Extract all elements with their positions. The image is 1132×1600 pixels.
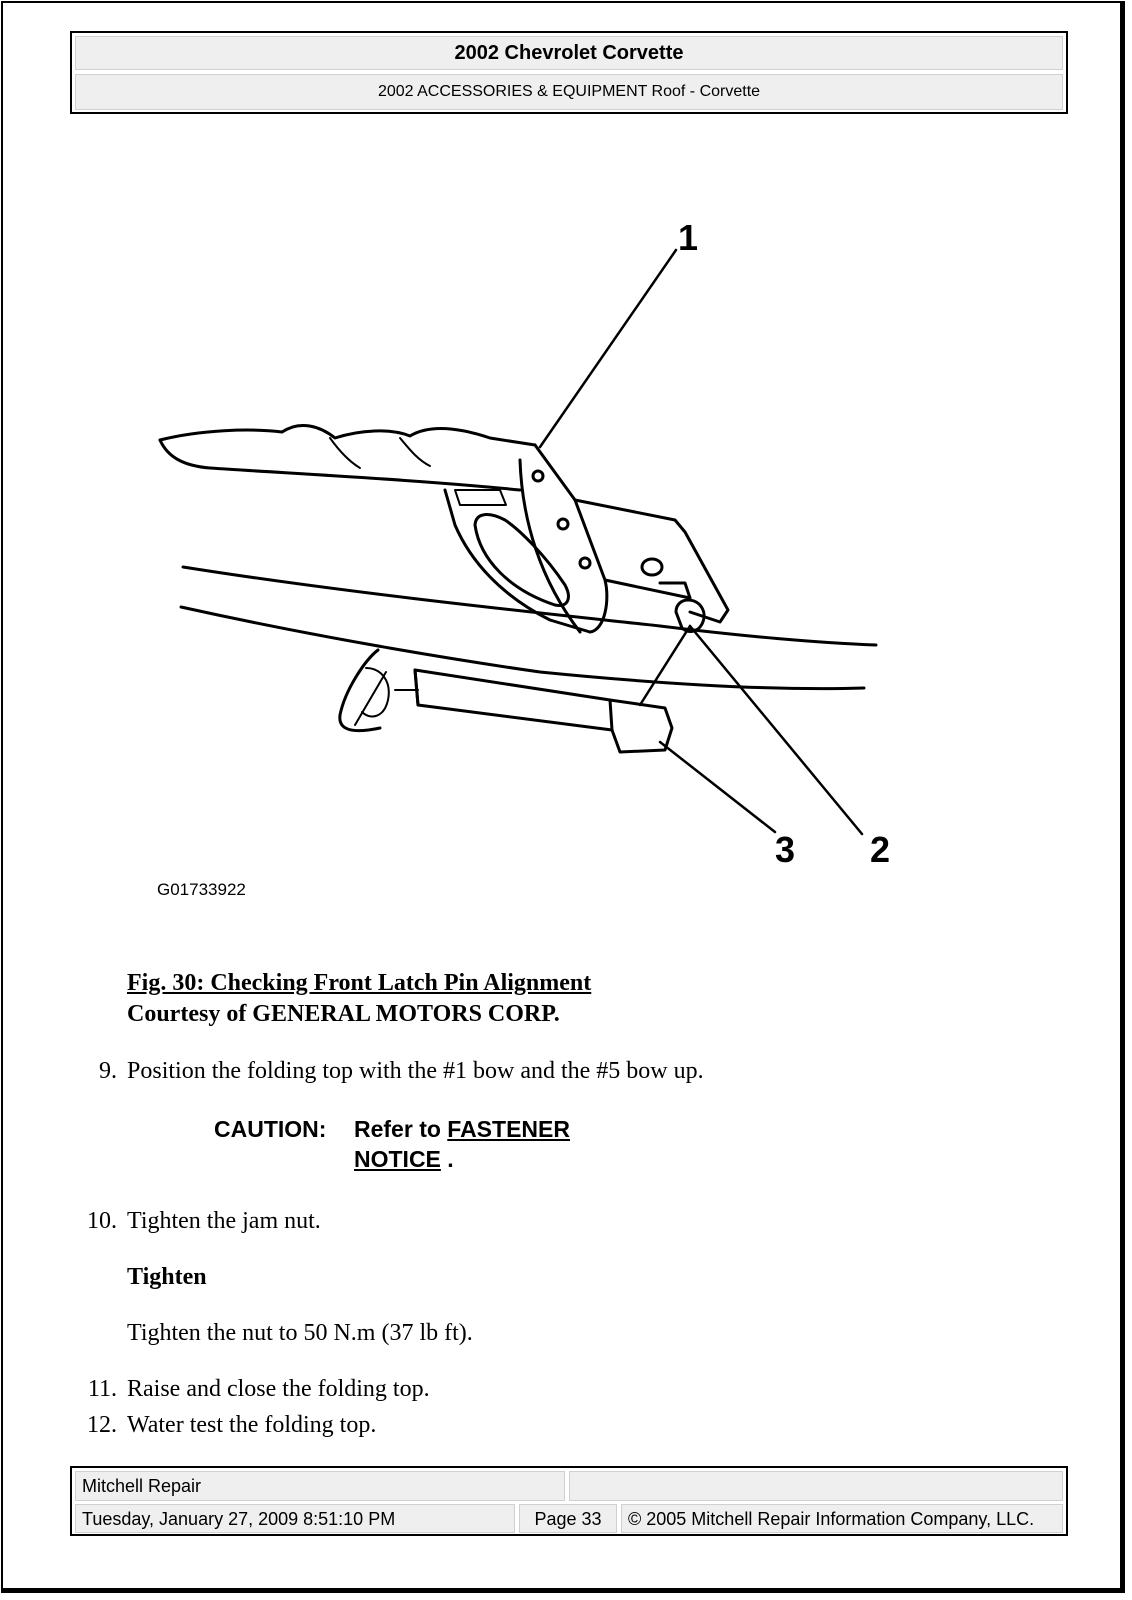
step-number: 12. bbox=[87, 1412, 117, 1438]
latch-pin-illustration: 1 2 3 bbox=[158, 217, 890, 870]
tighten-spec: Tighten the nut to 50 N.m (37 lb ft). bbox=[127, 1320, 473, 1346]
document-header: 2002 Chevrolet Corvette 2002 ACCESSORIES… bbox=[70, 31, 1068, 114]
caution-suffix: . bbox=[440, 1146, 454, 1172]
step-text: Tighten the jam nut. bbox=[127, 1208, 321, 1234]
step-text: Position the folding top with the #1 bow… bbox=[127, 1058, 704, 1084]
step-number: 9. bbox=[99, 1058, 117, 1084]
figure-caption: Fig. 30: Checking Front Latch Pin Alignm… bbox=[127, 968, 591, 1030]
step-number: 10. bbox=[87, 1208, 117, 1234]
caution-label: CAUTION: bbox=[214, 1116, 327, 1142]
caution-text: Refer to FASTENER NOTICE . bbox=[354, 1114, 614, 1174]
document-title: 2002 Chevrolet Corvette bbox=[75, 36, 1063, 70]
caution-prefix: Refer to bbox=[354, 1116, 448, 1142]
callout-1: 1 bbox=[678, 217, 698, 258]
tighten-heading: Tighten bbox=[127, 1264, 207, 1290]
step-number: 11. bbox=[87, 1376, 117, 1402]
step-text: Water test the folding top. bbox=[127, 1412, 377, 1438]
footer-blank bbox=[569, 1471, 1063, 1501]
figure-id: G01733922 bbox=[157, 880, 246, 899]
fastener-notice-link[interactable]: FASTENER NOTICE bbox=[354, 1116, 570, 1172]
footer-publisher: Mitchell Repair bbox=[75, 1471, 565, 1501]
document-subtitle: 2002 ACCESSORIES & EQUIPMENT Roof - Corv… bbox=[75, 74, 1063, 110]
figure-courtesy: Courtesy of GENERAL MOTORS CORP. bbox=[127, 1001, 560, 1027]
document-footer: Mitchell Repair Tuesday, January 27, 200… bbox=[70, 1466, 1068, 1536]
callout-3: 3 bbox=[775, 829, 795, 870]
callout-2: 2 bbox=[870, 829, 890, 870]
figure-title: Fig. 30: Checking Front Latch Pin Alignm… bbox=[127, 970, 592, 996]
footer-date: Tuesday, January 27, 2009 8:51:10 PM bbox=[75, 1504, 515, 1533]
footer-page: Page 33 bbox=[519, 1504, 617, 1533]
footer-copyright: © 2005 Mitchell Repair Information Compa… bbox=[621, 1504, 1063, 1533]
step-text: Raise and close the folding top. bbox=[127, 1376, 430, 1402]
